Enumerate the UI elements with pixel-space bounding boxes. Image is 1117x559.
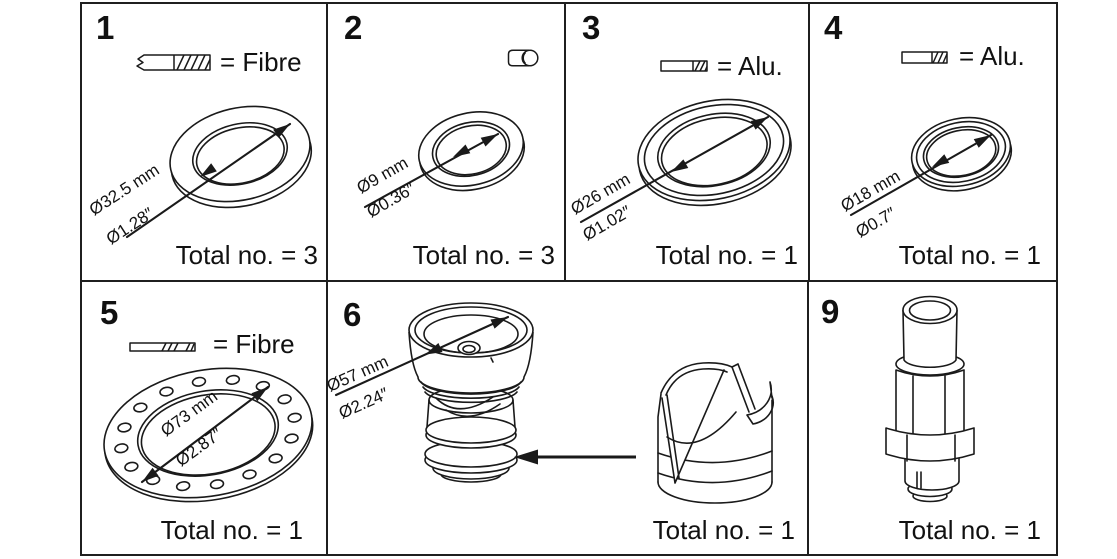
panel-number: 1 [96,9,114,46]
row-top: 1 = Fibre [82,4,1056,282]
washer-drawing [579,98,792,224]
alu-cross-section-icon [901,51,948,64]
valve-assembly-drawing [334,302,534,483]
panel-3: 3 = Alu. [566,4,810,280]
pin-cylinder-icon [507,49,539,67]
material-label: = Fibre [220,47,302,77]
total-count: Total no. = 1 [899,515,1041,545]
alu-cross-section-icon [660,60,708,72]
material-label: = Alu. [717,51,783,81]
bolt-holes [114,374,302,492]
fibre-gasket-cross-section-icon [129,342,196,352]
flange-gasket-drawing [103,367,314,503]
total-count: Total no. = 1 [899,240,1041,270]
panel-1: 1 = Fibre [82,4,328,280]
fibre-cross-section-icon [136,54,211,71]
ring-drawing [363,111,526,209]
panel-number: 6 [343,296,361,333]
panel-5: 5 = Fibre [82,282,328,554]
washer-drawing [125,105,313,239]
panel-number: 2 [344,9,362,46]
panel-number: 9 [821,293,839,330]
panel-number: 3 [582,9,600,46]
total-count: Total no. = 1 [161,515,303,545]
washer-drawing [849,116,1013,217]
panel-number: 5 [100,294,118,331]
total-count: Total no. = 1 [653,515,795,545]
panel-6: 6 [328,282,809,554]
parts-grid: 1 = Fibre [80,2,1058,556]
dimension-inch: Ø1.28″ [103,204,157,248]
panel-2: 2 [328,4,566,280]
total-count: Total no. = 3 [176,240,318,270]
pointer-arrow [514,449,636,465]
panel-9: 9 [809,282,1052,554]
material-label: = Fibre [213,329,295,359]
material-label: = Alu. [959,41,1025,71]
seat-cup-drawing [657,362,774,504]
panel-4: 4 = Alu. [810,4,1050,280]
panel-number: 4 [824,9,843,46]
valve-insert-drawing [885,295,975,503]
dimension-mm: Ø32.5 mm [86,160,163,219]
total-count: Total no. = 3 [413,240,555,270]
row-bottom: 5 = Fibre [82,282,1056,554]
total-count: Total no. = 1 [656,240,798,270]
